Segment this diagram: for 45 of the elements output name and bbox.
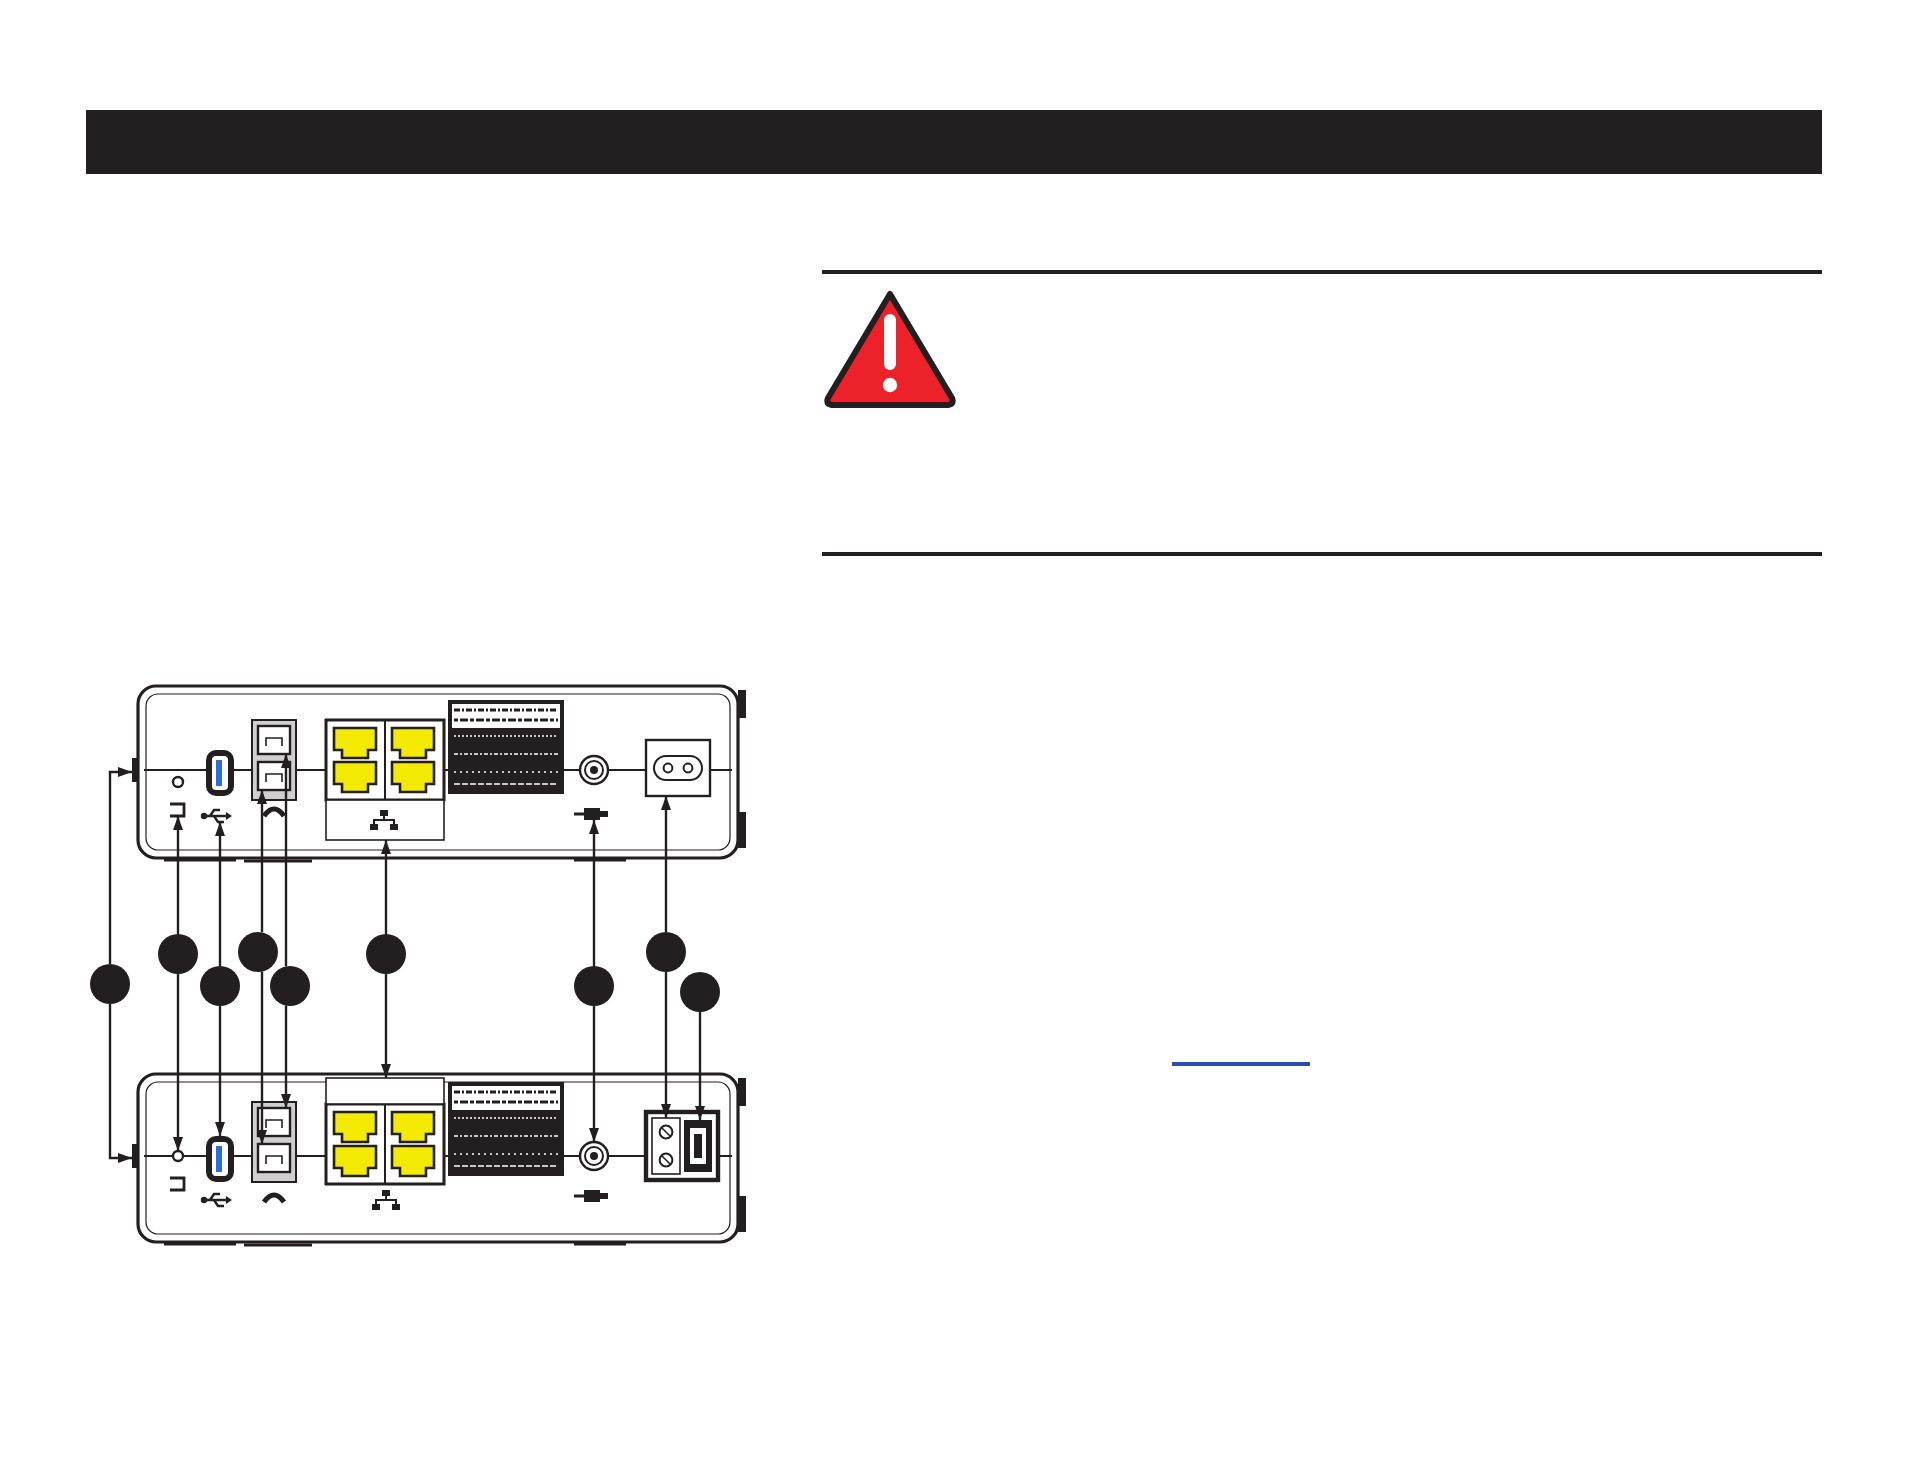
leader-line bbox=[281, 754, 291, 967]
port-label-box bbox=[325, 799, 445, 841]
callout-circle bbox=[90, 964, 130, 1004]
leader-line bbox=[661, 972, 671, 1118]
leader-line bbox=[381, 974, 391, 1078]
reset-pinhole bbox=[170, 775, 186, 818]
leader-line bbox=[589, 1006, 599, 1142]
callout-circle bbox=[366, 934, 406, 974]
power-socket bbox=[644, 738, 712, 798]
phone-jack bbox=[256, 724, 292, 756]
modem-rear-panel bbox=[132, 680, 752, 864]
callout-circle bbox=[238, 932, 278, 972]
leader-line bbox=[173, 816, 183, 934]
cable-plug-icon bbox=[574, 808, 608, 820]
callout-circle bbox=[200, 966, 240, 1006]
leader-line bbox=[257, 790, 267, 933]
leader-line bbox=[257, 971, 267, 1144]
callout-circle bbox=[574, 966, 614, 1006]
callout-circle bbox=[158, 934, 198, 974]
modem-rear-panel bbox=[132, 1068, 752, 1248]
leader-line bbox=[108, 767, 132, 964]
reset-pinhole bbox=[170, 1149, 186, 1192]
power-socket bbox=[651, 1117, 681, 1175]
usb-port bbox=[206, 750, 234, 796]
coax-connector bbox=[578, 754, 610, 786]
leader-line bbox=[381, 840, 391, 934]
leader-line bbox=[215, 1006, 225, 1136]
coax-connector bbox=[578, 1140, 610, 1172]
port-bracket bbox=[325, 1077, 445, 1105]
phone-jack bbox=[256, 1142, 292, 1174]
callout-circle bbox=[270, 966, 310, 1006]
leader-line bbox=[108, 1004, 132, 1163]
callout-circle bbox=[680, 972, 720, 1012]
leader-line bbox=[281, 1005, 291, 1108]
leader-line bbox=[661, 796, 671, 932]
callout-circle bbox=[646, 932, 686, 972]
leader-line bbox=[589, 820, 599, 966]
phone-jack bbox=[256, 760, 292, 792]
usb-port bbox=[206, 1136, 234, 1182]
usb-icon bbox=[200, 808, 232, 824]
power-switch bbox=[684, 1120, 712, 1172]
leader-line bbox=[215, 822, 225, 966]
phone-jack bbox=[256, 1106, 292, 1138]
leader-line bbox=[173, 974, 183, 1151]
leader-line bbox=[695, 1012, 705, 1120]
